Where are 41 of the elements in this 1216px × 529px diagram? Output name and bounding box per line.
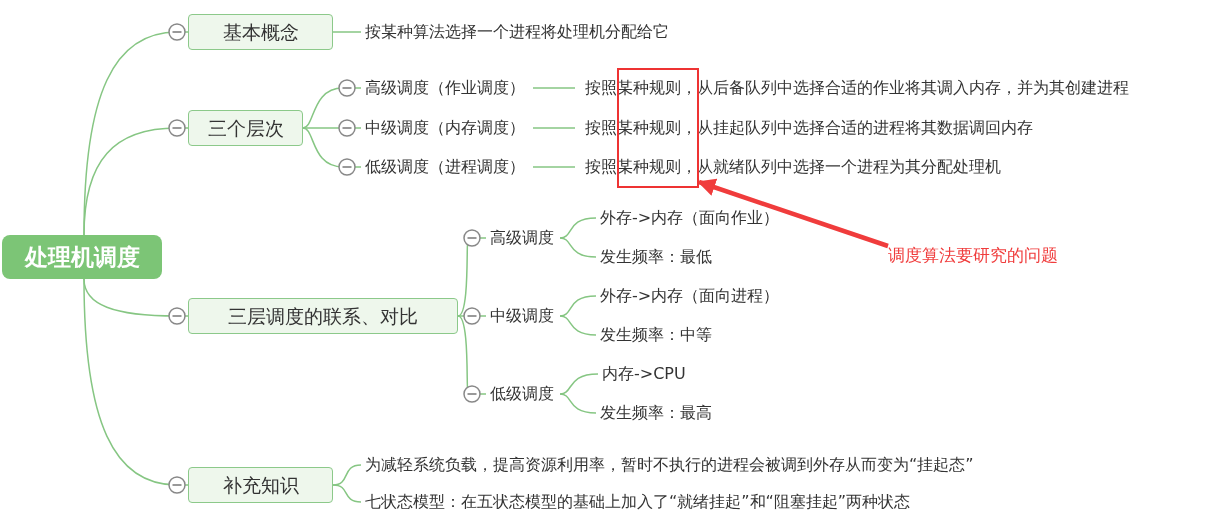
central-topic-box: 处理机调度 [2, 235, 162, 279]
topic-box: 三层调度的联系、对比 [188, 298, 458, 334]
topic-box: 补充知识 [188, 467, 333, 503]
topic-text: 高级调度（作业调度） [361, 77, 529, 99]
topic-text: 中级调度 [486, 305, 558, 327]
connector-line [532, 87, 576, 89]
topic-box: 基本概念 [188, 14, 333, 50]
connector-line [83, 127, 189, 236]
connector-line [332, 31, 362, 33]
topic-text: 低级调度（进程调度） [361, 156, 529, 178]
topic-text: 按照某种规则，从就绪队列中选择一个进程为其分配处理机 [581, 156, 1005, 178]
topic-box: 三个层次 [188, 110, 303, 146]
connector-line [457, 237, 487, 317]
topic-text: 按照某种规则，从挂起队列中选择合适的进程将其数据调回内存 [581, 117, 1037, 139]
connector-line [332, 484, 362, 503]
topic-text: 发生频率：最高 [596, 402, 716, 424]
connector-line [559, 393, 597, 414]
arrow [697, 178, 889, 249]
topic-text: 内存->CPU [598, 363, 690, 385]
connector-line [83, 278, 189, 486]
callout-text: 调度算法要研究的问题 [888, 244, 1058, 266]
topic-text: 外存->内存（面向作业） [596, 207, 784, 229]
connector-line [559, 295, 597, 317]
connector-line [532, 127, 576, 129]
topic-text: 发生频率：中等 [596, 324, 716, 346]
connector-line [559, 373, 599, 395]
topic-text: 为减轻系统负载，提高资源利用率，暂时不执行的进程会被调到外存从而变为“挂起态” [361, 454, 978, 476]
highlight-rectangle [617, 68, 699, 188]
connector-line [559, 217, 597, 239]
topic-text: 中级调度（内存调度） [361, 117, 529, 139]
topic-text: 低级调度 [486, 383, 558, 405]
topic-text: 外存->内存（面向进程） [596, 285, 784, 307]
topic-text: 高级调度 [486, 227, 558, 249]
connector-line [559, 237, 597, 258]
topic-text: 七状态模型：在五状态模型的基础上加入了“就绪挂起”和“阻塞挂起”两种状态 [361, 491, 915, 513]
connector-line [457, 315, 487, 395]
topic-text: 按照某种规则，从后备队列中选择合适的作业将其调入内存，并为其创建进程 [581, 77, 1133, 99]
topic-text: 按某种算法选择一个进程将处理机分配给它 [361, 21, 673, 43]
connector-line [559, 315, 597, 336]
topic-text: 发生频率：最低 [596, 246, 716, 268]
connector-line [532, 166, 576, 168]
